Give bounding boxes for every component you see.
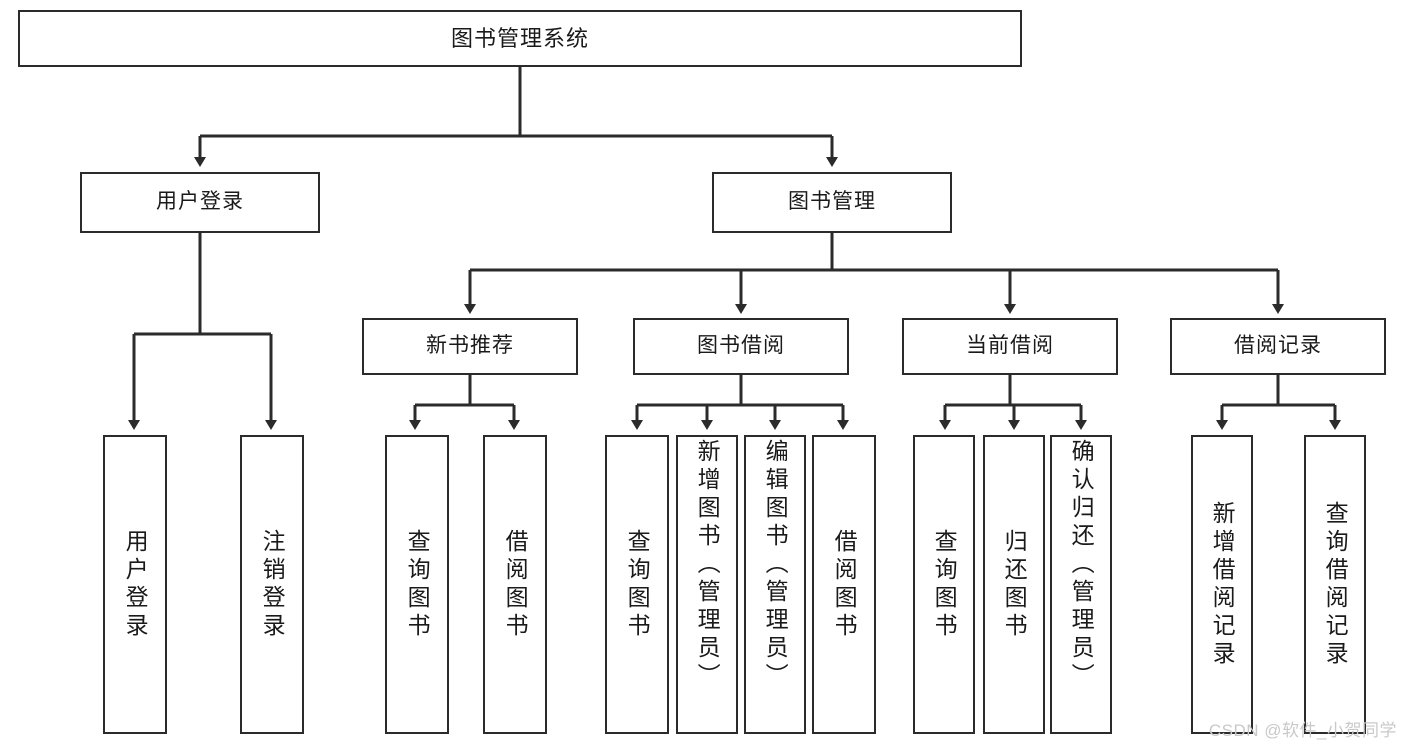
leaf-confirm-return[interactable]: 确认归还（管理员）: [1050, 435, 1112, 734]
node-label: 借阅记录: [1234, 334, 1322, 358]
leaf-edit-book[interactable]: 编辑图书（管理员）: [744, 435, 806, 734]
node-label: 新书推荐: [426, 334, 514, 358]
node-label: 当前借阅: [966, 334, 1054, 358]
node-new-book-recommend[interactable]: 新书推荐: [362, 318, 578, 375]
node-label: 借阅图书: [502, 528, 529, 641]
node-label: 借阅图书: [831, 528, 858, 641]
leaf-query-book-recommend[interactable]: 查询图书: [385, 435, 449, 734]
node-label: 图书借阅: [697, 334, 785, 358]
node-user-login[interactable]: 用户登录: [80, 172, 320, 233]
node-label: 查询图书: [931, 528, 958, 641]
node-current-borrow[interactable]: 当前借阅: [902, 318, 1118, 375]
node-label: 图书管理: [788, 190, 876, 214]
node-label: 注销登录: [259, 528, 286, 641]
leaf-query-book-current[interactable]: 查询图书: [913, 435, 975, 734]
node-book-manage[interactable]: 图书管理: [712, 172, 952, 233]
node-borrow-record[interactable]: 借阅记录: [1170, 318, 1386, 375]
node-label: 图书管理系统: [450, 25, 589, 51]
node-label: 查询图书: [404, 528, 431, 641]
node-label: 新增借阅记录: [1209, 500, 1236, 669]
leaf-query-borrow-record[interactable]: 查询借阅记录: [1304, 435, 1366, 734]
node-label: 新增图书（管理员）: [694, 439, 721, 691]
csdn-watermark: CSDN @软件_小贺同学: [1208, 721, 1397, 740]
node-label: 查询借阅记录: [1322, 500, 1349, 669]
node-label: 用户登录: [122, 528, 149, 641]
node-label: 确认归还（管理员）: [1068, 439, 1095, 691]
node-root-system[interactable]: 图书管理系统: [18, 10, 1022, 67]
leaf-borrow-book[interactable]: 借阅图书: [812, 435, 876, 734]
leaf-user-logout[interactable]: 注销登录: [240, 435, 304, 734]
leaf-borrow-book-recommend[interactable]: 借阅图书: [483, 435, 547, 734]
node-label: 查询图书: [624, 528, 651, 641]
leaf-add-book[interactable]: 新增图书（管理员）: [676, 435, 738, 734]
node-book-borrow[interactable]: 图书借阅: [633, 318, 849, 375]
leaf-user-login[interactable]: 用户登录: [103, 435, 167, 734]
node-label: 用户登录: [156, 190, 244, 214]
node-label: 归还图书: [1001, 528, 1028, 641]
leaf-query-book-borrow[interactable]: 查询图书: [605, 435, 669, 734]
leaf-add-borrow-record[interactable]: 新增借阅记录: [1191, 435, 1253, 734]
leaf-return-book[interactable]: 归还图书: [983, 435, 1045, 734]
node-label: 编辑图书（管理员）: [762, 439, 789, 691]
